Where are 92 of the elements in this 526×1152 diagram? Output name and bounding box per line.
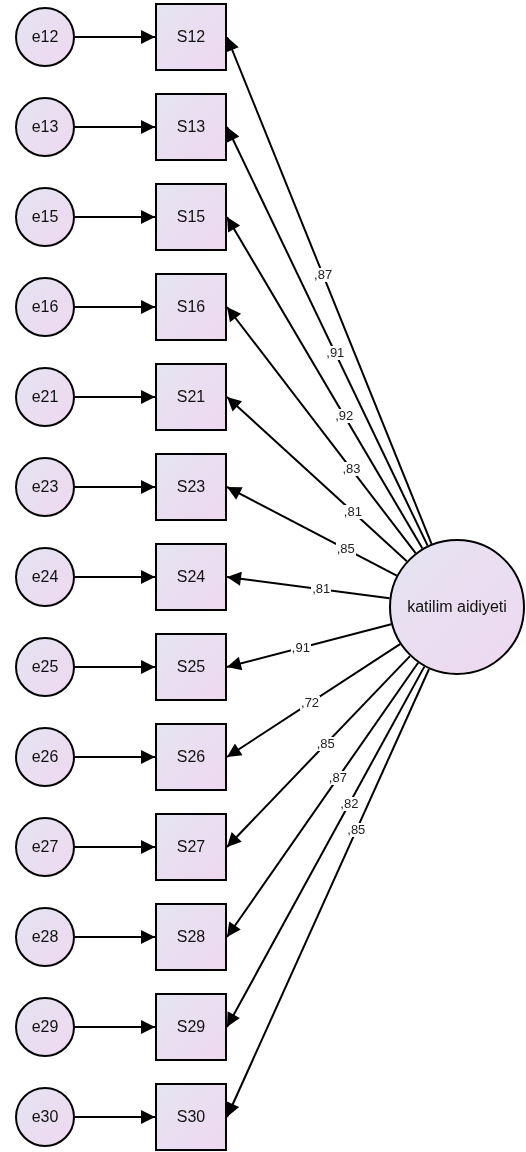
arrow (226, 643, 402, 758)
error-circle (15, 367, 75, 427)
edge-label: ,72 (300, 695, 321, 710)
node-label: e16 (31, 297, 59, 317)
arrow (226, 665, 426, 1028)
edge-label: ,87 (313, 268, 334, 283)
node-label: e23 (31, 477, 59, 497)
error-circle (15, 727, 75, 787)
node-label: e29 (31, 1017, 59, 1037)
arrow (74, 930, 156, 944)
node-label: e25 (31, 657, 59, 677)
node-label: e15 (31, 207, 59, 227)
variable-box (155, 183, 227, 251)
node-label: S28 (176, 927, 206, 947)
error-circle (15, 457, 75, 517)
variable-box (155, 813, 227, 881)
variable-box (155, 903, 227, 971)
error-circle (15, 277, 75, 337)
variable-box (155, 93, 227, 161)
arrow (74, 390, 156, 404)
arrow (74, 120, 156, 134)
arrow (74, 840, 156, 854)
variable-box (155, 453, 227, 521)
error-circle (15, 7, 75, 67)
arrow (226, 623, 393, 671)
arrow (226, 661, 420, 938)
variable-box (155, 723, 227, 791)
node-label: S24 (176, 567, 206, 587)
arrow (226, 216, 424, 550)
node-label: S27 (176, 837, 206, 857)
edge-label: ,91 (290, 640, 311, 655)
node-label: S13 (176, 117, 206, 137)
arrow (226, 486, 398, 577)
arrow (226, 655, 411, 848)
variable-box (155, 1083, 227, 1151)
node-label: S23 (176, 477, 206, 497)
node-label: S12 (176, 27, 206, 47)
error-circle (15, 997, 75, 1057)
node-label: S26 (176, 747, 206, 767)
node-label: e27 (31, 837, 59, 857)
edge-label: ,83 (341, 462, 362, 477)
node-label: e12 (31, 27, 59, 47)
node-label: S16 (176, 297, 206, 317)
variable-box (155, 543, 227, 611)
node-label: S21 (176, 387, 206, 407)
arrow (226, 571, 391, 600)
edge-label: ,81 (342, 504, 363, 519)
error-circle (15, 1087, 75, 1147)
node-label: S30 (176, 1107, 206, 1127)
arrow (74, 210, 156, 224)
variable-box (155, 273, 227, 341)
error-circle (15, 817, 75, 877)
node-label: e26 (31, 747, 59, 767)
node-label: e24 (31, 567, 59, 587)
error-circle (15, 547, 75, 607)
arrow (74, 300, 156, 314)
node-label: S29 (176, 1017, 206, 1037)
variable-box (155, 993, 227, 1061)
edge-label: ,82 (339, 796, 360, 811)
arrow (74, 750, 156, 764)
node-label: e30 (31, 1107, 59, 1127)
latent-ellipse (389, 539, 525, 675)
edge-label: ,91 (325, 346, 346, 361)
node-label: S25 (176, 657, 206, 677)
node-label: e13 (31, 117, 59, 137)
variable-box (155, 3, 227, 71)
edge-label: ,85 (346, 823, 367, 838)
arrow (226, 306, 417, 555)
edge-label: ,92 (334, 408, 355, 423)
node-label: e28 (31, 927, 59, 947)
node-label: S15 (176, 207, 206, 227)
node-label: e21 (31, 387, 59, 407)
error-circle (15, 637, 75, 697)
arrow (74, 1020, 156, 1034)
arrow (74, 480, 156, 494)
arrow (74, 30, 156, 44)
arrow (74, 570, 156, 584)
arrow (226, 396, 408, 563)
error-circle (15, 97, 75, 157)
arrow (226, 668, 431, 1118)
variable-box (155, 633, 227, 701)
arrow (226, 126, 429, 547)
edge-label: ,85 (335, 541, 356, 556)
arrow (74, 660, 156, 674)
error-circle (15, 187, 75, 247)
edge-label: ,81 (311, 582, 332, 597)
variable-box (155, 363, 227, 431)
error-circle (15, 907, 75, 967)
node-label: katilim aidiyeti (407, 597, 507, 617)
edge-label: ,87 (327, 770, 348, 785)
edge-label: ,85 (315, 736, 336, 751)
arrow (74, 1110, 156, 1124)
